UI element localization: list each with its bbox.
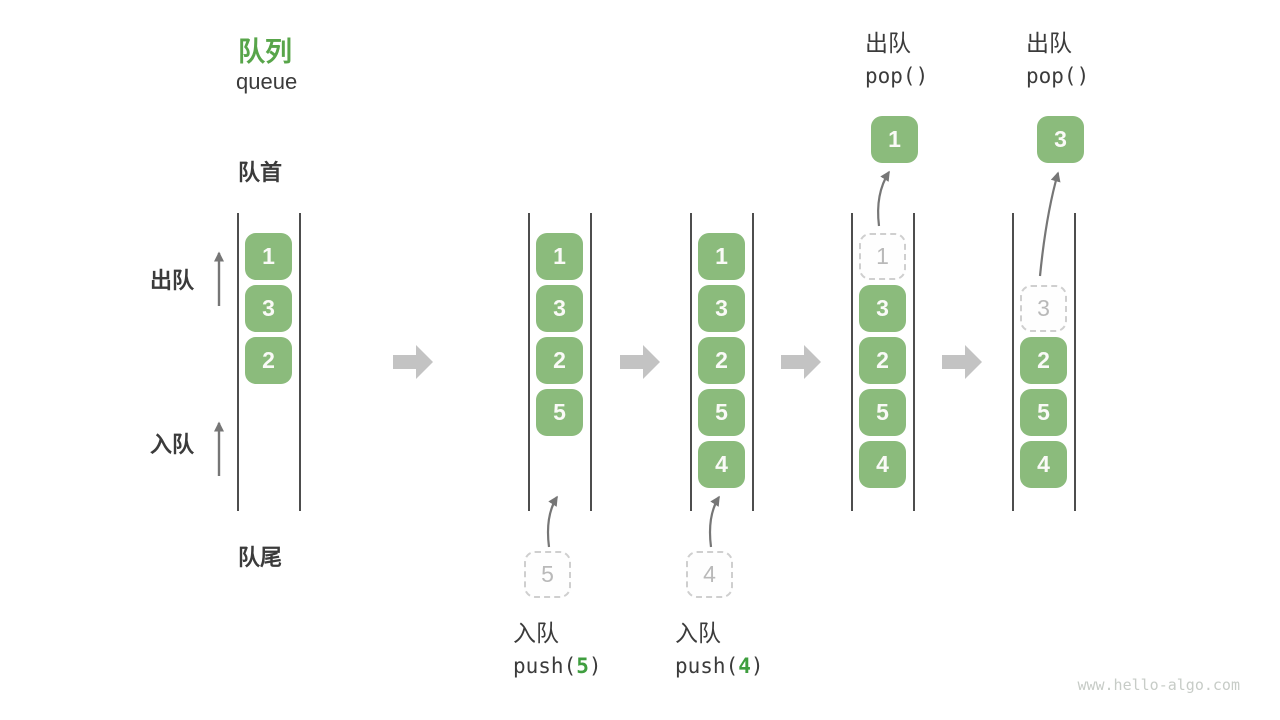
queue-wall-line — [299, 213, 301, 511]
code-arg-value: 5 — [576, 654, 589, 678]
code-arg-value: 4 — [738, 654, 751, 678]
dequeue-operation: 出队 pop() — [1026, 28, 1089, 95]
queue-item: 4 — [1020, 441, 1067, 488]
queue-wall-line — [1074, 213, 1076, 511]
enqueue-op-label: 入队 — [675, 620, 721, 646]
pop-arrow-icon — [877, 170, 890, 227]
queue-item: 3 — [859, 285, 906, 332]
queue-item: 2 — [859, 337, 906, 384]
queue-item: 3 — [698, 285, 745, 332]
queue-item: 1 — [698, 233, 745, 280]
diagram-title-en: queue — [236, 69, 298, 94]
label-dequeue-side: 出队 — [150, 268, 195, 293]
enqueue-arrow-icon — [546, 495, 558, 548]
diagram-title-zh: 队列 — [238, 37, 292, 67]
block-arrow-right-icon — [942, 345, 982, 379]
label-queue-rear: 队尾 — [238, 545, 283, 570]
queue-wall-line — [528, 213, 530, 511]
label-enqueue-side: 入队 — [150, 432, 195, 457]
enqueue-arrow-icon — [708, 495, 720, 548]
pop-arrow-icon — [1038, 171, 1061, 277]
block-arrow-right-icon — [781, 345, 821, 379]
code-text: push( — [675, 654, 739, 678]
block-arrow-right-icon — [393, 345, 433, 379]
queue-item: 3 — [536, 285, 583, 332]
dequeue-op-code: pop() — [1026, 64, 1090, 88]
queue-item-dashed: 3 — [1020, 285, 1067, 332]
staging-item: 4 — [686, 551, 733, 598]
popped-item: 1 — [871, 116, 918, 163]
queue-item: 5 — [536, 389, 583, 436]
queue-wall-line — [913, 213, 915, 511]
queue-item: 5 — [698, 389, 745, 436]
queue-wall-line — [1012, 213, 1014, 511]
queue-item: 1 — [245, 233, 292, 280]
label-queue-front: 队首 — [238, 160, 283, 185]
block-arrow-right-icon — [620, 345, 660, 379]
queue-wall-line — [690, 213, 692, 511]
queue-item: 1 — [536, 233, 583, 280]
queue-item: 4 — [859, 441, 906, 488]
queue-item: 2 — [245, 337, 292, 384]
popped-item: 3 — [1037, 116, 1084, 163]
queue-item-dashed: 1 — [859, 233, 906, 280]
dequeue-operation: 出队 pop() — [865, 28, 928, 95]
queue-wall-line — [851, 213, 853, 511]
enqueue-op-code: push(5) — [513, 648, 602, 685]
code-text: ) — [750, 654, 764, 678]
dequeue-op-code: pop() — [865, 64, 929, 88]
queue-wall-line — [237, 213, 239, 511]
enqueue-op-label: 入队 — [513, 620, 559, 646]
queue-wall-line — [752, 213, 754, 511]
queue-item: 3 — [245, 285, 292, 332]
queue-item: 2 — [1020, 337, 1067, 384]
staging-item: 5 — [524, 551, 571, 598]
queue-item: 5 — [859, 389, 906, 436]
code-text: push( — [513, 654, 577, 678]
dequeue-op-label: 出队 — [865, 30, 911, 56]
code-text: ) — [588, 654, 602, 678]
dequeue-op-label: 出队 — [1026, 30, 1072, 56]
queue-item: 2 — [698, 337, 745, 384]
queue-item: 2 — [536, 337, 583, 384]
watermark: www.hello-algo.com — [1077, 676, 1240, 694]
queue-item: 4 — [698, 441, 745, 488]
enqueue-op-code: push(4) — [675, 648, 764, 685]
queue-wall-line — [590, 213, 592, 511]
queue-item: 5 — [1020, 389, 1067, 436]
